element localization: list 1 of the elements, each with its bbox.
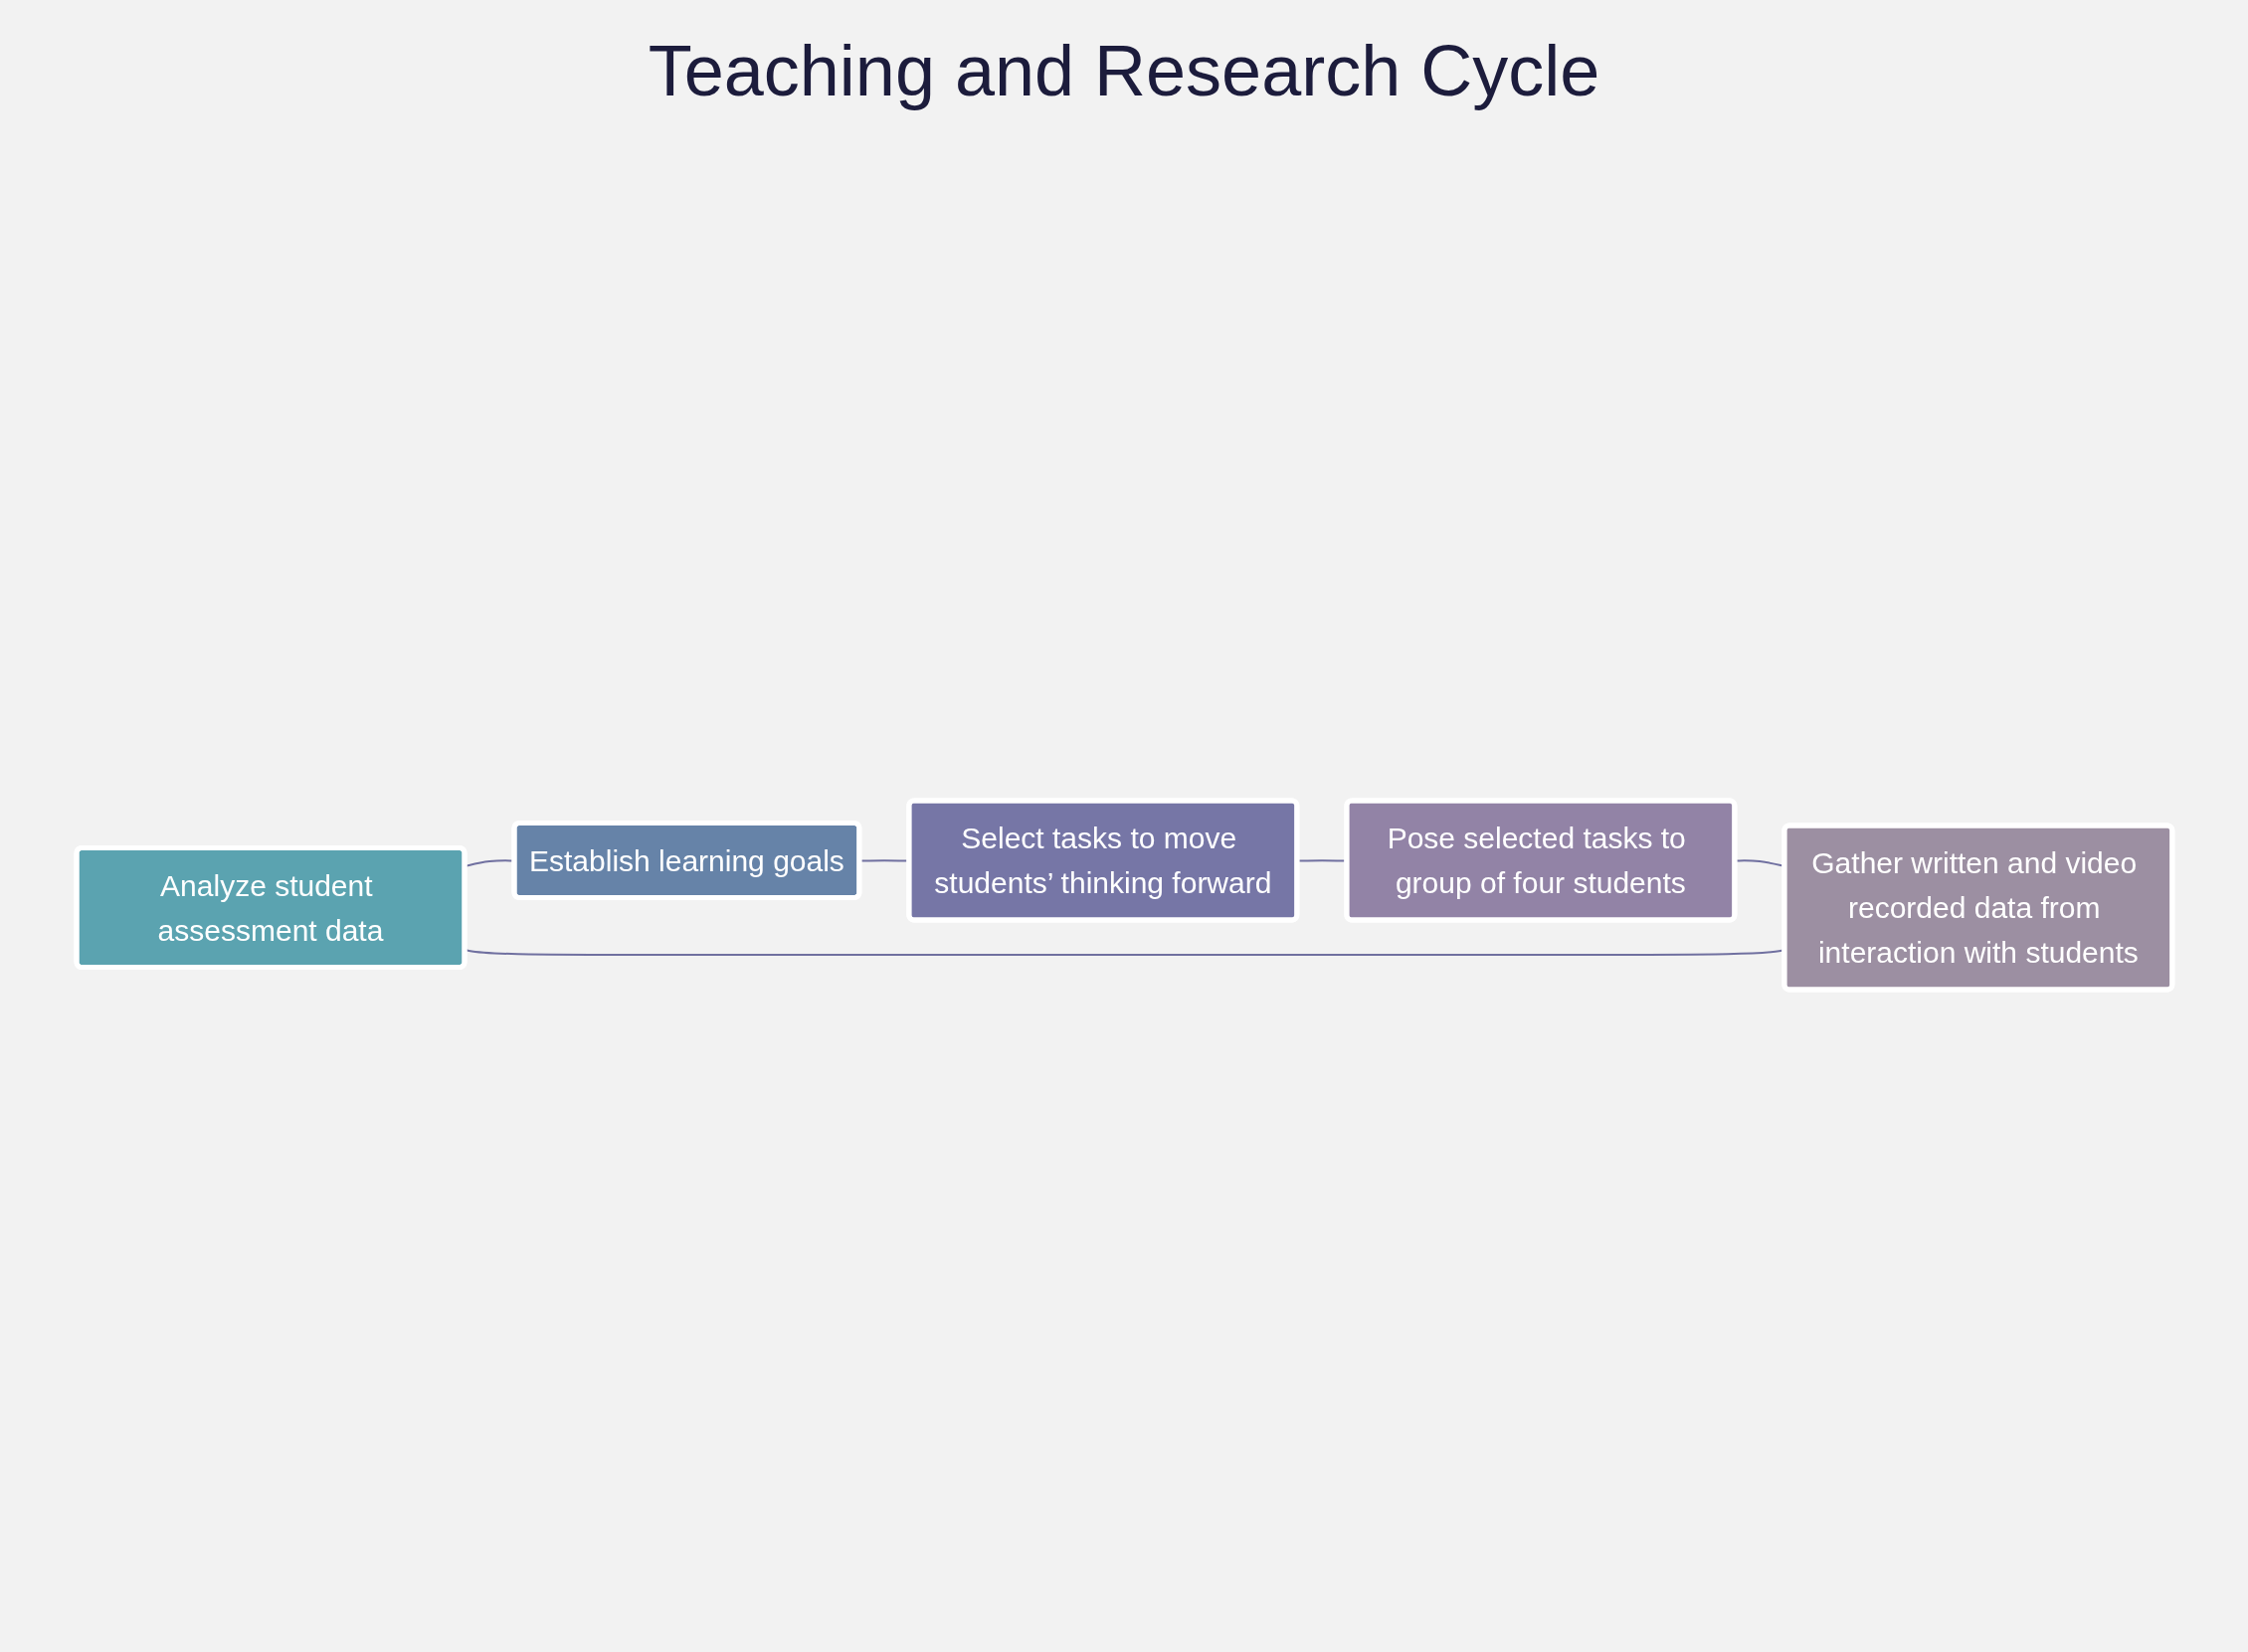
center-caption: Teaching and Research Cycle [647, 30, 1601, 111]
